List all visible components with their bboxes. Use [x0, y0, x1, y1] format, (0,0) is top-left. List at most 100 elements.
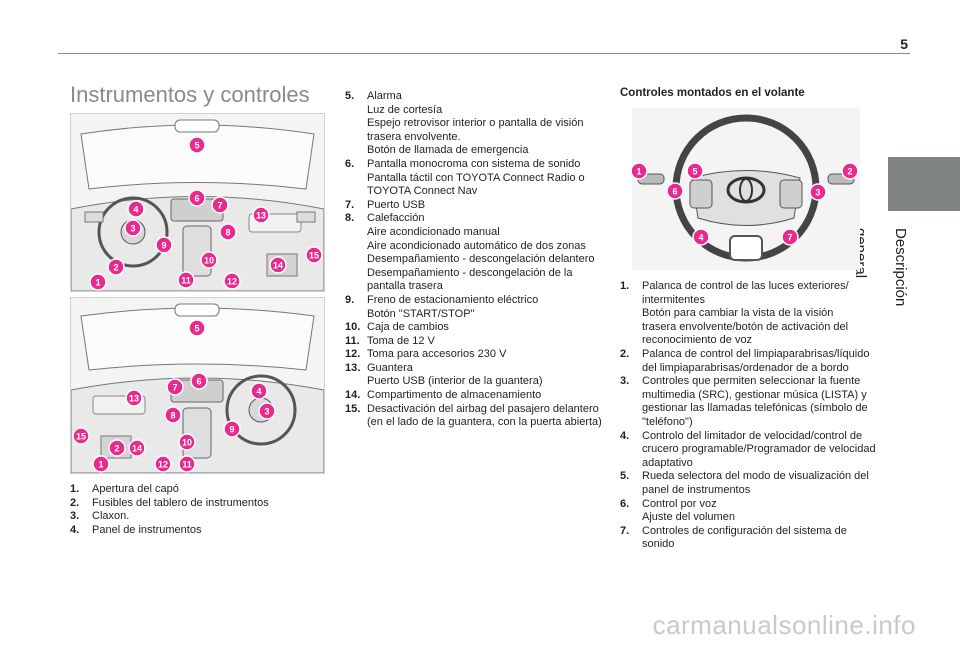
legend-item-text: Panel de instrumentos [92, 523, 202, 536]
legend-item: 1.Apertura del capó [70, 483, 325, 497]
legend-item-text: Botón de llamada de emergencia [367, 144, 529, 157]
header-rule [58, 53, 910, 54]
callout-label: 13 [256, 211, 266, 221]
callout-label: 10 [182, 438, 192, 448]
legend-item-number: 4. [620, 429, 630, 442]
callout-marker [781, 228, 799, 246]
legend-item-number: 3. [70, 510, 80, 523]
legend-item: 3.Claxon. [70, 510, 325, 524]
callout-label: 8 [225, 228, 230, 238]
callout-marker [190, 372, 208, 390]
legend-item-number: 4. [70, 523, 80, 536]
legend-item-text: Caja de cambios [367, 321, 449, 334]
callout-marker [258, 402, 276, 420]
callout-label: 11 [182, 460, 192, 470]
section-tab [888, 157, 960, 211]
page-number: 5 [900, 36, 908, 52]
section-tab-label: Descripción general [852, 228, 909, 307]
legend-item-text: Desempañamiento - descongelación delante… [367, 253, 595, 266]
steering-controls-title: Controles montados en el volante [620, 87, 805, 99]
legend-item-number: 1. [70, 483, 80, 495]
callout-marker [166, 378, 184, 396]
legend-item: 7.Controles de configuración del sistema… [620, 525, 882, 552]
legend-item-number: 15. [345, 402, 361, 415]
callout-label: 1 [98, 460, 103, 470]
legend-item-number: 14. [345, 389, 361, 402]
callout-label: 6 [672, 187, 677, 197]
callout-label: 12 [158, 460, 168, 470]
callout-marker [632, 162, 648, 180]
callout-label: 7 [787, 233, 792, 243]
callout-marker [154, 455, 172, 473]
callout-marker [124, 219, 142, 237]
legend-item-number: 12. [345, 348, 361, 361]
callout-marker [223, 272, 241, 290]
legend-item-text: TOYOTA Connect Nav [367, 185, 478, 198]
callout-label: 13 [129, 394, 139, 404]
legend-item-number: 9. [345, 293, 355, 306]
callout-label: 14 [273, 261, 283, 271]
legend-item: 2.Palanca de control del limpiaparabrisa… [620, 348, 882, 375]
callout-marker [164, 406, 182, 424]
legend-item: 1. Palanca de control de las luces exteri… [620, 280, 882, 348]
legend-item-text: Calefacción [367, 212, 425, 225]
legend-item-text: Aire acondicionado automático de dos zon… [367, 239, 586, 252]
callout-marker [841, 162, 859, 180]
callout-marker [108, 439, 126, 457]
legend-item-number: 1. [620, 280, 630, 292]
legend-item-text: "teléfono") [642, 415, 693, 428]
callout-label: 4 [133, 205, 138, 215]
callout-label: 1 [95, 278, 100, 288]
legend-item: 10.Caja de cambios [345, 321, 605, 335]
callout-marker [252, 206, 270, 224]
legend-item: 6.Pantalla monocroma con sistema de soni… [345, 158, 605, 199]
callout-marker [250, 382, 268, 400]
legend-item-text: crucero programable/Programador de veloc… [642, 443, 876, 456]
legend-item-text: (en el lado de la guantera, con la puert… [367, 416, 602, 429]
callout-label: 2 [114, 444, 119, 454]
callout-label: 3 [264, 407, 269, 417]
legend-item-text: Controlo del limitador de velocidad/cont… [642, 429, 863, 442]
legend-item-text: Controles de configuración del sistema d… [642, 524, 847, 551]
legend-item-text: Palanca de control de las luces exterior… [642, 280, 849, 292]
legend-item-text: Guantera [367, 361, 413, 374]
legend-item-text: Controles que permiten seleccionar la fu… [642, 375, 861, 388]
callout-marker [127, 200, 145, 218]
callout-label: 11 [181, 276, 191, 286]
legend-item-number: 6. [345, 157, 355, 170]
legend-item-number: 5. [620, 470, 630, 483]
legend-item-number: 2. [70, 496, 80, 509]
legend-item: 12.Toma para accesorios 230 V [345, 348, 605, 362]
callout-marker [125, 389, 143, 407]
legend-item-text: Luz de cortesía [367, 103, 443, 116]
legend-item-text: Puerto USB [367, 198, 426, 211]
callout-marker [692, 228, 710, 246]
legend-item: 7.Puerto USB [345, 199, 605, 213]
callout-marker [177, 271, 195, 289]
section-title: Instrumentos y controles [70, 82, 310, 107]
legend-item-text: Desactivación del airbag del pasajero de… [367, 402, 599, 415]
legend-item-text: pantalla trasera [367, 280, 443, 293]
legend-item-text: del limpiaparabrisas/ordenador de a bord… [642, 361, 849, 374]
legend-col3: 1. Palanca de control de las luces exteri… [620, 280, 882, 552]
callout-marker [188, 319, 206, 337]
legend-item-text: trasera envolvente. [367, 130, 461, 143]
legend-item-text: Toma de 12 V [367, 334, 435, 347]
callout-label: 5 [692, 167, 697, 177]
legend-item-text: adaptativo [642, 456, 693, 469]
legend-item-text: Puerto USB (interior de la guantera) [367, 375, 543, 388]
callout-label: 9 [161, 241, 166, 251]
callout-label: 15 [309, 251, 319, 261]
